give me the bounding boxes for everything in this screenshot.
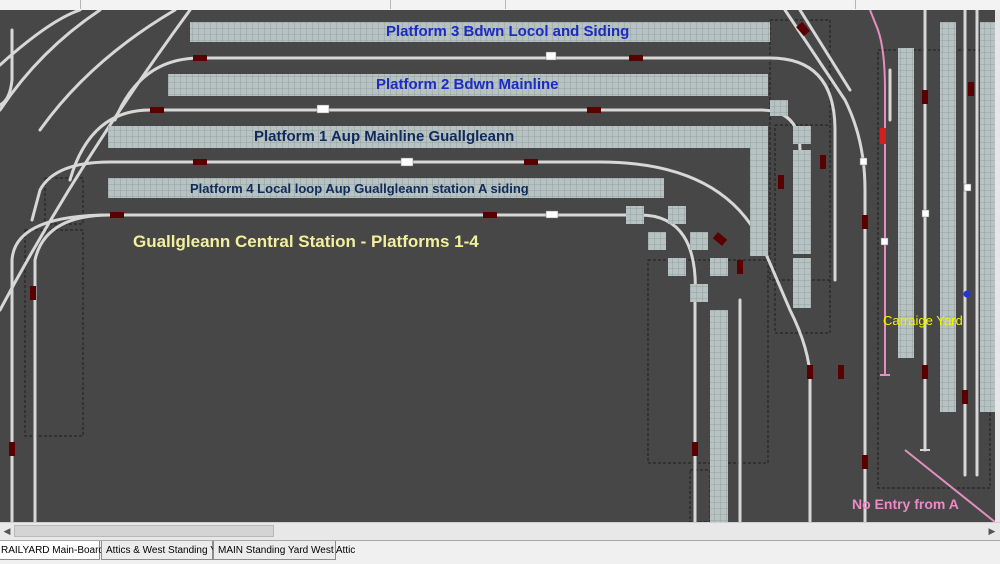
signal-marker xyxy=(778,175,784,189)
layout-board[interactable]: Platform 3 Bdwn Locol and Siding Platfor… xyxy=(0,10,995,522)
occupied-section xyxy=(880,128,886,144)
signal-marker xyxy=(193,55,207,61)
platform-step xyxy=(690,232,708,250)
signal-marker xyxy=(110,212,124,218)
platform-step xyxy=(668,206,686,224)
label-platform-1: Platform 1 Aup Mainline Guallgleann xyxy=(254,128,515,145)
section-marker xyxy=(545,51,557,61)
block-outline xyxy=(877,49,991,489)
signal-marker xyxy=(838,365,844,379)
tab-railyard-main-board[interactable]: RAILYARD Main-Board Tab xyxy=(0,541,123,560)
platform-4-block xyxy=(108,178,664,198)
platform-step xyxy=(690,284,708,302)
signal-marker xyxy=(712,232,728,246)
signal-marker xyxy=(862,215,868,229)
platform-stub xyxy=(770,100,788,116)
signal-marker xyxy=(629,55,643,61)
block-outline xyxy=(689,469,711,522)
section-marker xyxy=(921,209,930,218)
track-platform-4 xyxy=(10,213,697,522)
signal-marker xyxy=(968,82,974,96)
signal-marker xyxy=(9,442,15,456)
platform-step xyxy=(626,206,644,224)
platform-3-block xyxy=(190,22,770,42)
platform-1-block xyxy=(108,126,768,148)
scrollbar-thumb[interactable] xyxy=(14,525,274,537)
yard-platform-3 xyxy=(980,22,995,412)
platform-1-leg xyxy=(750,126,768,256)
signal-marker xyxy=(922,90,928,104)
carriage-yard-label: Carraige Yard xyxy=(883,313,963,328)
platform-east xyxy=(793,150,811,254)
track-diagram xyxy=(0,10,995,522)
platform-2-block xyxy=(168,74,768,96)
platform-step xyxy=(710,258,728,276)
section-marker xyxy=(316,104,330,114)
tab-main-standing-yard-west-attic[interactable]: MAIN Standing Yard West Attic xyxy=(213,541,355,560)
platform-step xyxy=(668,258,686,276)
track-pink-siding xyxy=(869,10,886,375)
arrow-left-icon[interactable]: ◀ xyxy=(3,526,11,536)
platform-step xyxy=(648,232,666,250)
platform-south xyxy=(710,310,728,522)
vertical-scrollbar[interactable] xyxy=(995,10,1000,522)
track-west-2 xyxy=(0,10,82,67)
yard-platform-1 xyxy=(898,48,914,358)
signal-marker xyxy=(587,107,601,113)
signal-marker xyxy=(692,442,698,456)
ruler-tick xyxy=(505,0,506,9)
signal-marker xyxy=(820,155,826,169)
block-outline xyxy=(647,259,769,464)
signal-marker xyxy=(483,212,497,218)
signal-marker xyxy=(150,107,164,113)
track-throat-east-2 xyxy=(798,10,852,92)
track-platform-1 xyxy=(30,160,812,522)
label-platform-3: Platform 3 Bdwn Locol and Siding xyxy=(386,23,630,40)
signal-marker xyxy=(193,159,207,165)
ruler-tick xyxy=(80,0,81,9)
signal-marker xyxy=(30,286,36,300)
yard-platform-2 xyxy=(940,22,956,412)
track-west-4 xyxy=(38,10,177,132)
ruler-tick xyxy=(390,0,391,9)
track-loop-west xyxy=(33,213,112,522)
no-entry-label: No Entry from A xyxy=(852,496,959,512)
tab-attics-west-standing-yard[interactable]: Attics & West Standing Yard xyxy=(101,541,231,560)
block-outline xyxy=(774,124,831,334)
track-pink-exit xyxy=(904,449,995,522)
track-throat-east xyxy=(783,10,867,522)
signal-marker xyxy=(524,159,538,165)
platform-east-lower xyxy=(793,258,811,308)
track-west-5 xyxy=(0,10,192,312)
section-marker xyxy=(545,210,559,219)
tab-bar: RAILYARD Main-Board Tab Attics & West St… xyxy=(0,540,1000,564)
signal-marker xyxy=(737,260,743,274)
track-west-3 xyxy=(0,28,14,107)
label-platform-2: Platform 2 Bdwn Mainline xyxy=(376,76,559,93)
horizontal-scrollbar[interactable]: ◀ ▶ xyxy=(0,522,1000,540)
ruler-tick xyxy=(855,0,856,9)
signal-marker xyxy=(922,365,928,379)
train-indicator xyxy=(963,290,971,298)
signal-marker xyxy=(807,365,813,379)
signal-marker xyxy=(796,21,810,37)
platform-stub xyxy=(793,126,811,144)
section-marker xyxy=(859,157,868,166)
section-marker xyxy=(963,183,972,192)
section-marker xyxy=(400,157,414,167)
block-outline xyxy=(24,229,84,437)
section-marker xyxy=(880,237,889,246)
label-platform-4: Platform 4 Local loop Aup Guallgleann st… xyxy=(190,181,529,196)
arrow-right-icon[interactable]: ▶ xyxy=(988,526,996,536)
station-title: Guallgleann Central Station - Platforms … xyxy=(133,232,479,251)
signal-marker xyxy=(962,390,968,404)
signal-marker xyxy=(862,455,868,469)
